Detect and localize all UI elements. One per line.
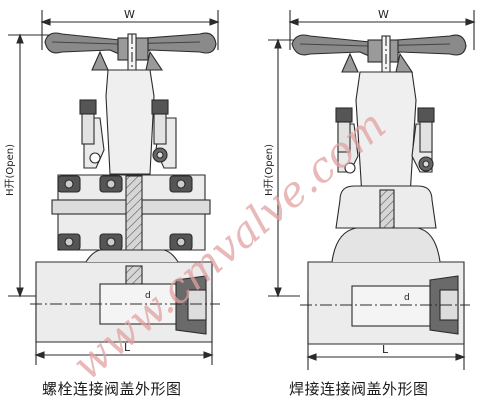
left-flange-bolts: [57, 175, 193, 251]
right-valve-body: [300, 227, 470, 345]
left-gland-bolts: [79, 99, 169, 163]
right-bore-label: d: [404, 293, 410, 303]
right-length-label: L: [382, 343, 389, 356]
right-width-label: W: [378, 8, 389, 21]
right-caption: 焊接连接阀盖外形图: [289, 380, 429, 398]
left-caption: 螺栓连接阀盖外形图: [42, 380, 182, 398]
left-bonnet-flange: [51, 174, 211, 267]
right-gland-bolts: [335, 107, 435, 172]
left-valve-drawing: [8, 10, 220, 365]
left-valve-body: [30, 249, 220, 343]
right-handwheel: [291, 34, 467, 73]
left-bore-label: d: [145, 291, 151, 301]
right-height-dimension: [268, 38, 300, 298]
right-width-dimension: [288, 10, 476, 50]
left-height-dimension: [8, 33, 60, 298]
left-height-label: H开(Open): [5, 144, 16, 196]
left-width-dimension: [40, 10, 220, 50]
left-width-label: W: [124, 8, 135, 21]
left-length-label: L: [124, 341, 131, 354]
right-valve-drawing: [268, 10, 476, 370]
right-height-label: H开(Open): [264, 144, 275, 196]
